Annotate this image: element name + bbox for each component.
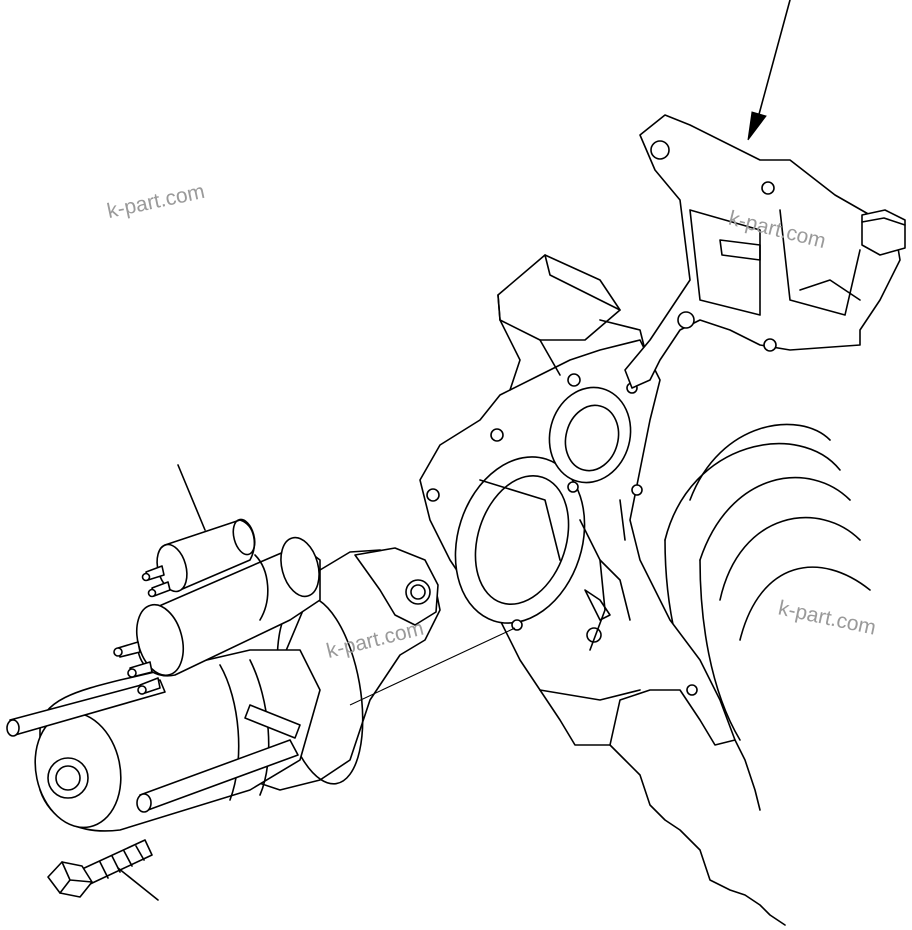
flywheel-housing: [419, 254, 871, 926]
starter-motor: [6, 464, 441, 832]
mounting-bracket: [624, 0, 906, 389]
mounting-bolt: [47, 627, 516, 901]
